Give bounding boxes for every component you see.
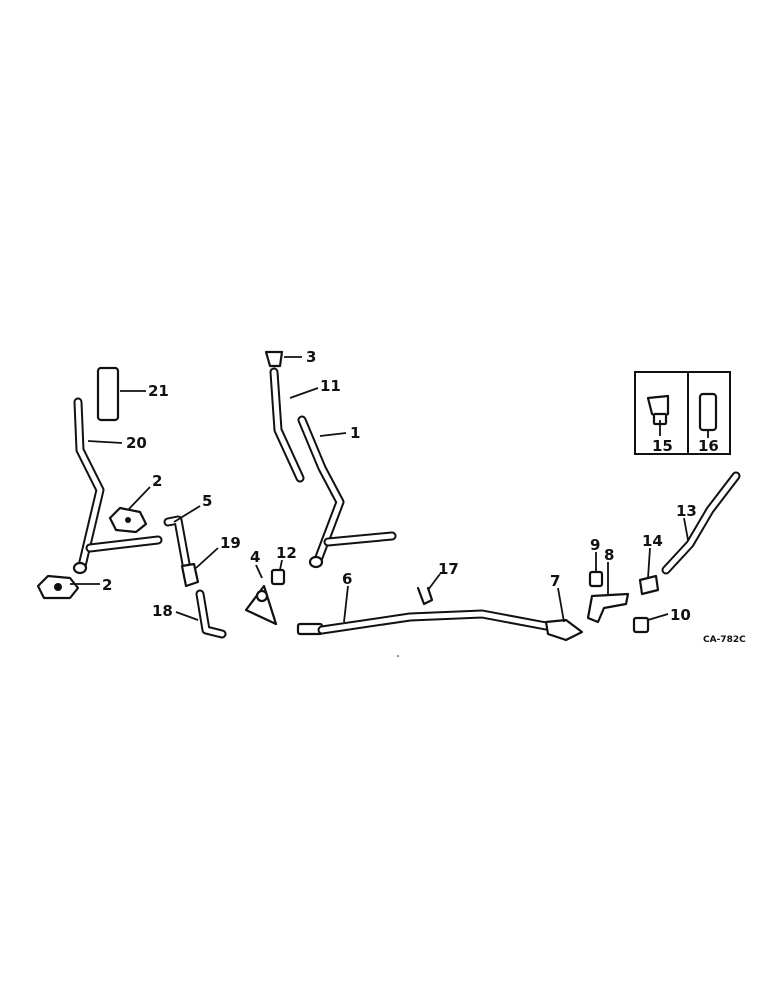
callout-9: 9 [590, 536, 600, 554]
callout-6: 6 [342, 570, 352, 588]
callout-13: 13 [676, 502, 697, 520]
callout-8: 8 [604, 546, 614, 564]
part-9-bushing [588, 570, 604, 588]
part-17-clip [416, 586, 434, 606]
part-16-sleeve [698, 392, 718, 432]
part-7-clevis [544, 618, 584, 642]
drawing-code: CA-782C [703, 635, 746, 645]
part-11-lever [269, 367, 305, 483]
part-8-arm [586, 592, 630, 624]
callout-labels: 1 2 2 3 4 5 6 7 8 9 10 11 12 13 14 15 16… [102, 348, 746, 645]
callout-18: 18 [152, 602, 173, 620]
callout-2-lower: 2 [102, 576, 112, 594]
callout-10: 10 [670, 606, 691, 624]
part-13-rod [661, 471, 741, 575]
callout-7: 7 [550, 572, 560, 590]
part-1-lever [297, 415, 397, 569]
part-14-block [638, 574, 660, 596]
part-19-block [180, 562, 200, 588]
callout-1: 1 [350, 424, 360, 442]
part-2-bracket-upper [108, 506, 148, 534]
part-20-lever [72, 397, 163, 575]
part-3-knob [264, 350, 284, 368]
part-21-grip [96, 366, 120, 422]
part-10-bushing [632, 616, 650, 634]
callout-17: 17 [438, 560, 459, 578]
part-4-plate [244, 584, 278, 626]
callout-14: 14 [642, 532, 663, 550]
part-6-rod [296, 609, 551, 636]
stray-dot [397, 655, 399, 657]
part-2-bracket-lower [36, 574, 80, 600]
leader-lines [70, 356, 709, 623]
callout-21: 21 [148, 382, 169, 400]
callout-3: 3 [306, 348, 316, 366]
callout-5: 5 [202, 492, 212, 510]
part-18-rod [195, 589, 227, 639]
callout-19: 19 [220, 534, 241, 552]
callout-20: 20 [126, 434, 147, 452]
callout-11: 11 [320, 377, 341, 395]
callout-12: 12 [276, 544, 297, 562]
callout-16: 16 [698, 437, 719, 455]
part-5-rod [163, 515, 191, 569]
part-12-bushing [270, 568, 286, 586]
callout-4: 4 [250, 548, 260, 566]
callout-2-upper: 2 [152, 472, 162, 490]
callout-15: 15 [652, 437, 673, 455]
